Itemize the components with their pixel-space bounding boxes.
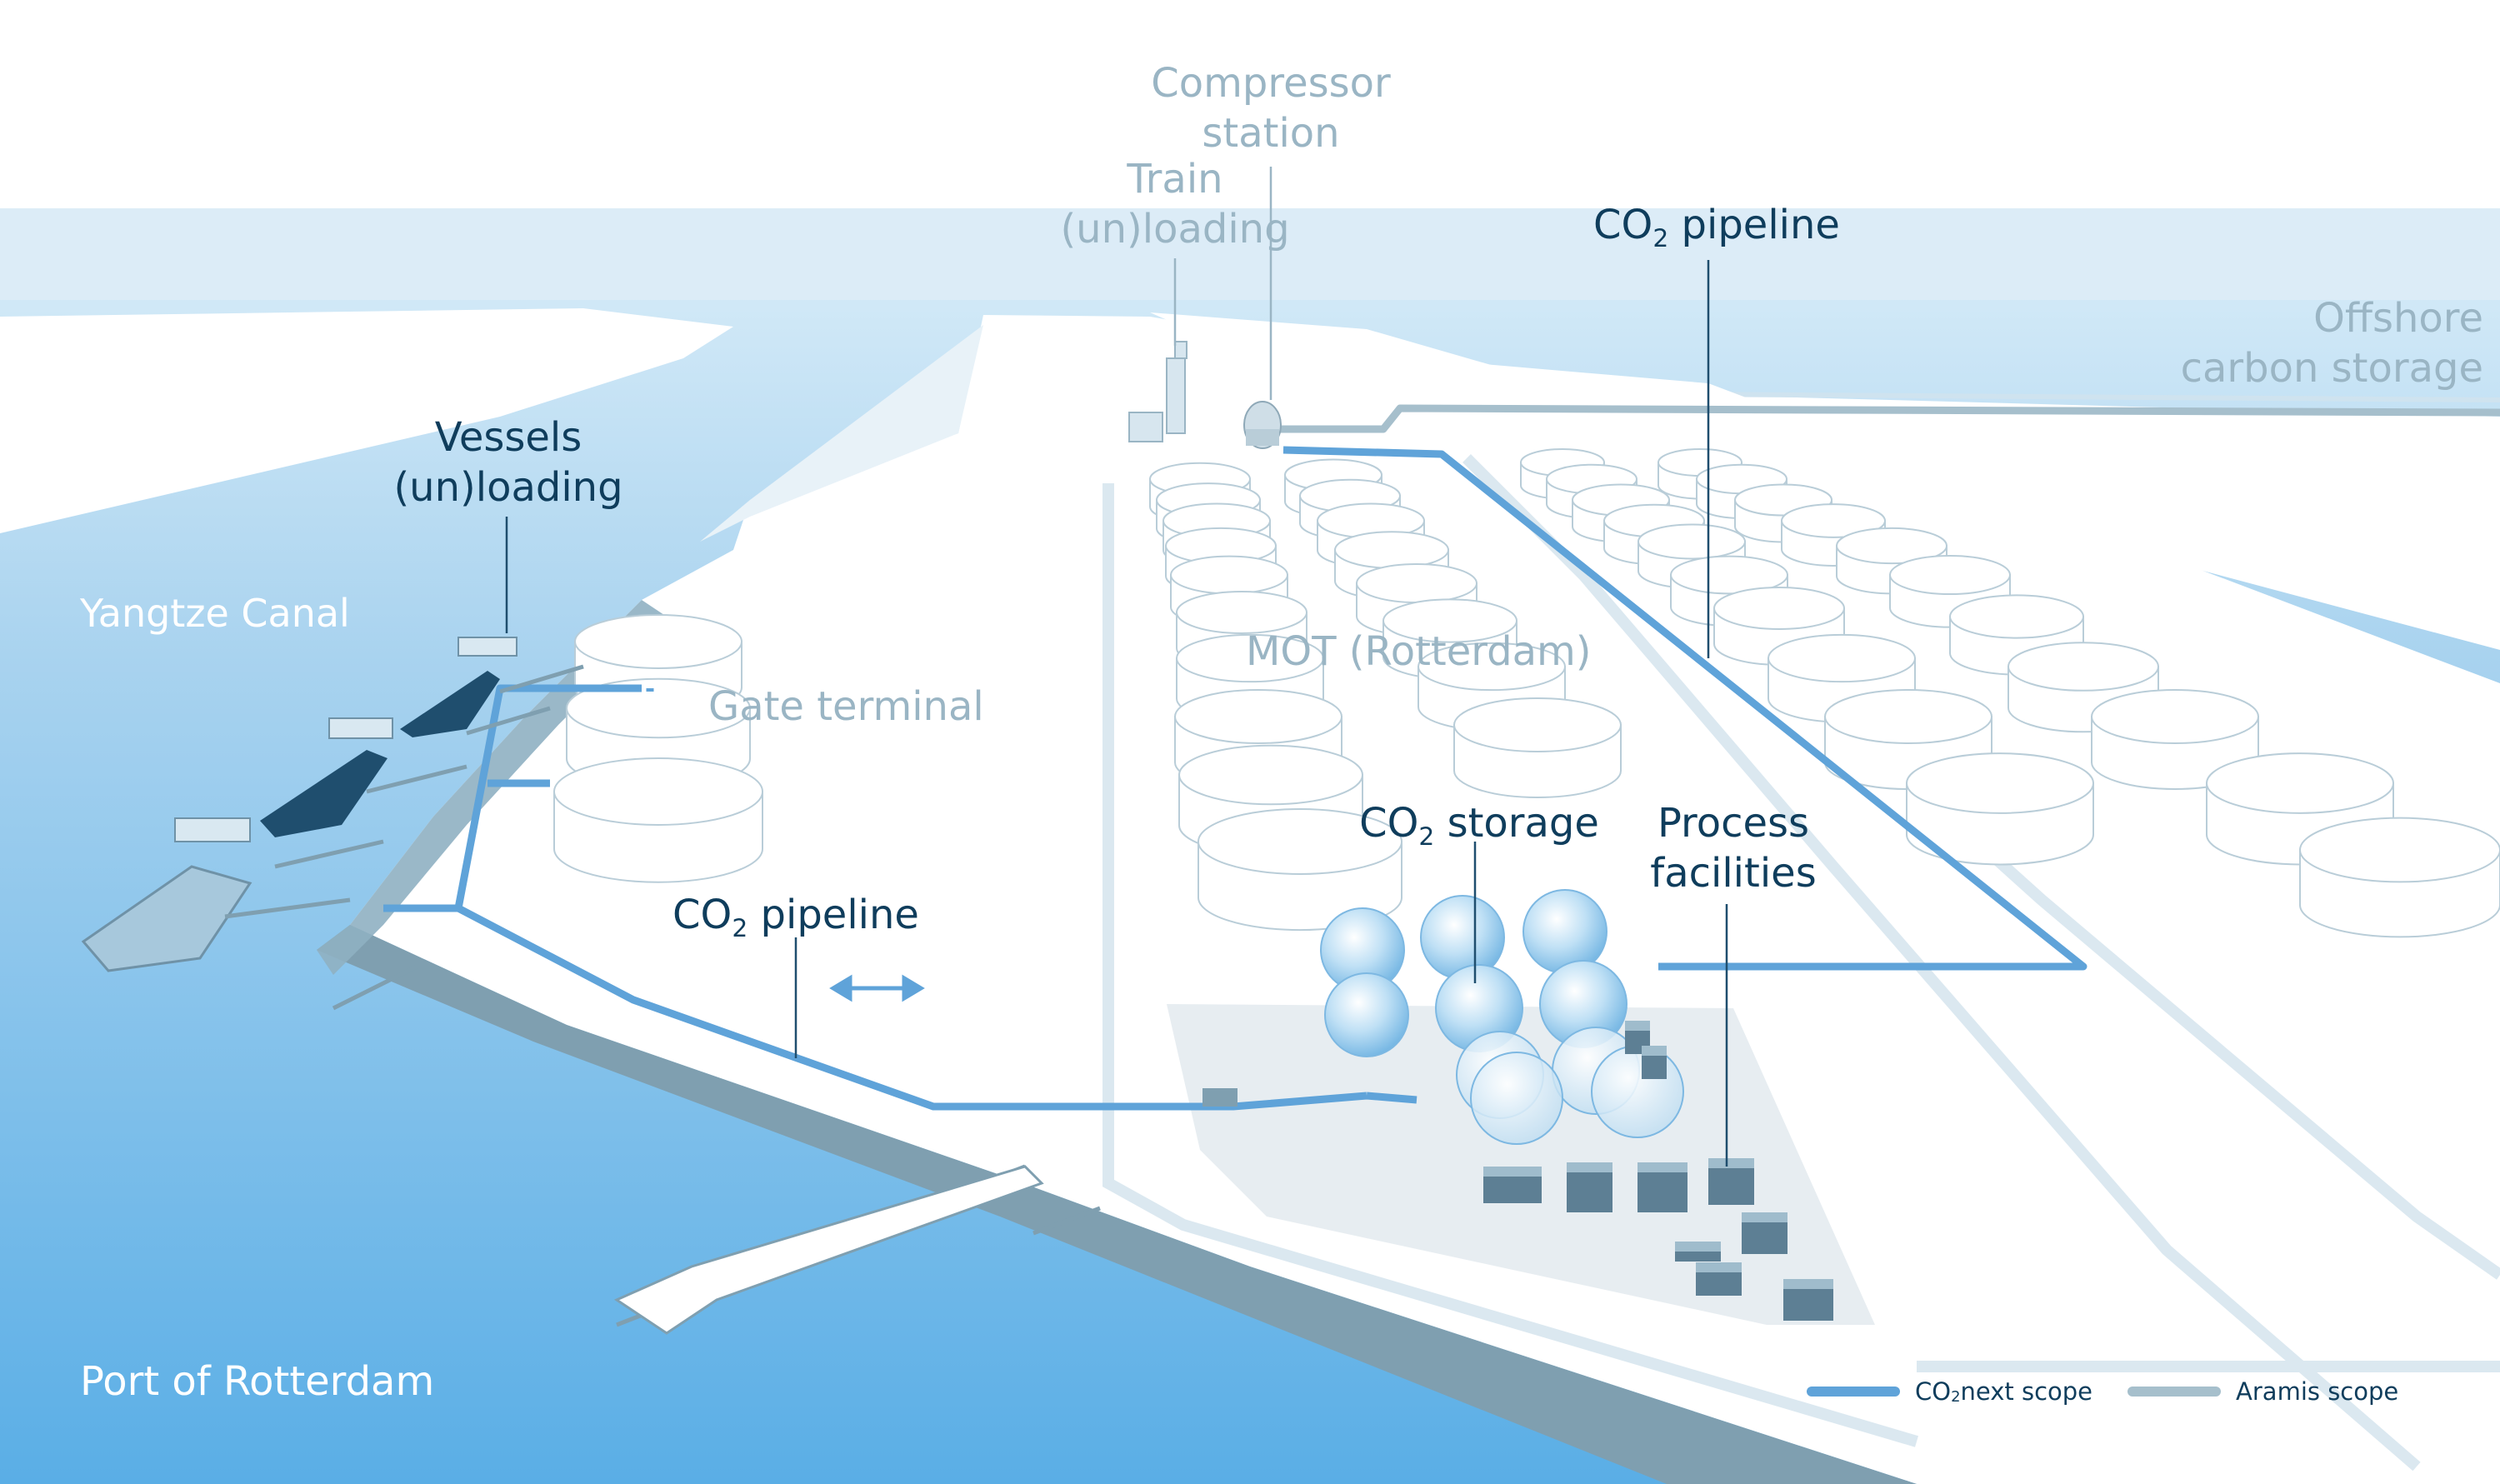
legend-aramis: Aramis scope [2128, 1377, 2398, 1406]
storage-tank [2299, 817, 2500, 938]
far-shore-left [0, 308, 733, 533]
offshore-line1: Offshore [2313, 295, 2483, 342]
legend-co2next-swatch [1807, 1387, 1900, 1397]
pier [613, 1165, 1044, 1335]
storage-sphere [1591, 1045, 1684, 1138]
vessels-line2: (un)loading [393, 464, 623, 511]
legend-aramis-label: Aramis scope [2236, 1377, 2399, 1406]
label-gate-terminal: Gate terminal [708, 683, 984, 730]
storage-tanks [553, 448, 2500, 938]
label-port-of-rotterdam: Port of Rotterdam [80, 1358, 435, 1405]
label-co2-pipeline-mid: CO2 pipeline [658, 890, 933, 944]
upper-sea-band [0, 208, 2500, 300]
label-compressor-station: Compressor station [1112, 58, 1429, 158]
legend-aramis-swatch [2128, 1387, 2222, 1397]
north-island [700, 325, 983, 542]
train-line1: Train [1127, 156, 1223, 202]
storage-prefix: CO [1359, 800, 1419, 847]
vessels-line1: Vessels [434, 414, 582, 461]
process-building [1638, 1162, 1688, 1212]
compressor-station [1243, 401, 1282, 449]
co2next-pipeline [454, 446, 2088, 1111]
label-co2-storage: CO2 storage [1342, 798, 1617, 852]
storage-sphere [1324, 972, 1409, 1057]
train-loading [1128, 341, 1188, 442]
storage-tank [1453, 697, 1622, 798]
process-line1: Process [1657, 800, 1810, 847]
legend-co2next-sub: 2 [1951, 1387, 1961, 1406]
storage-sphere [1470, 1052, 1563, 1145]
pipeline-mid-suffix: pipeline [748, 892, 919, 938]
pipeline-mid-sub: 2 [732, 914, 748, 944]
leader-lines [505, 167, 1728, 1167]
offshore-line2: carbon storage [2180, 345, 2483, 392]
process-building [1675, 1242, 1721, 1262]
storage-suffix: storage [1434, 800, 1599, 847]
pipeline-top-prefix: CO [1593, 202, 1653, 248]
process-building [1567, 1162, 1612, 1212]
label-vessels-loading: Vessels (un)loading [367, 412, 650, 512]
legend-co2next-suffix: next scope [1960, 1377, 2093, 1406]
label-yangtze-canal: Yangtze Canal [80, 591, 350, 636]
process-buildings [1483, 1021, 1833, 1321]
storage-tank [1198, 807, 1402, 932]
label-co2-pipeline-top: CO2 pipeline [1550, 200, 1883, 254]
process-building [1696, 1262, 1742, 1296]
process-building [1742, 1212, 1788, 1254]
process-building [1783, 1279, 1833, 1321]
co2-storage-spheres [1320, 889, 1684, 1145]
sky [0, 0, 2500, 208]
process-building [1642, 1046, 1667, 1079]
legend-co2next-prefix: CO [1915, 1377, 1952, 1406]
storage-tank [1906, 752, 2094, 866]
compressor-line2: station [1202, 110, 1340, 157]
compressor-line1: Compressor [1151, 60, 1391, 107]
vessels [81, 637, 518, 972]
aramis-pipeline [1275, 404, 2500, 433]
label-process-facilities: Process facilities [1608, 798, 1858, 898]
process-line2: facilities [1650, 850, 1817, 897]
label-train-loading: Train (un)loading [1033, 154, 1317, 254]
label-mot-rotterdam: MOT (Rotterdam) [1246, 628, 1592, 675]
label-offshore-storage: Offshore carbon storage [2117, 293, 2483, 393]
pipeline-mid-prefix: CO [672, 892, 732, 938]
storage-sub: 2 [1418, 822, 1435, 852]
storage-tank [553, 757, 763, 883]
train-line2: (un)loading [1060, 206, 1290, 252]
process-building [1483, 1167, 1542, 1203]
pipeline-top-suffix: pipeline [1668, 202, 1840, 248]
pipeline-valve [1202, 1088, 1238, 1107]
storage-sphere [1522, 889, 1608, 974]
pipeline-top-sub: 2 [1652, 224, 1669, 254]
process-building [1708, 1158, 1754, 1205]
double-arrow-icon [829, 974, 925, 1002]
